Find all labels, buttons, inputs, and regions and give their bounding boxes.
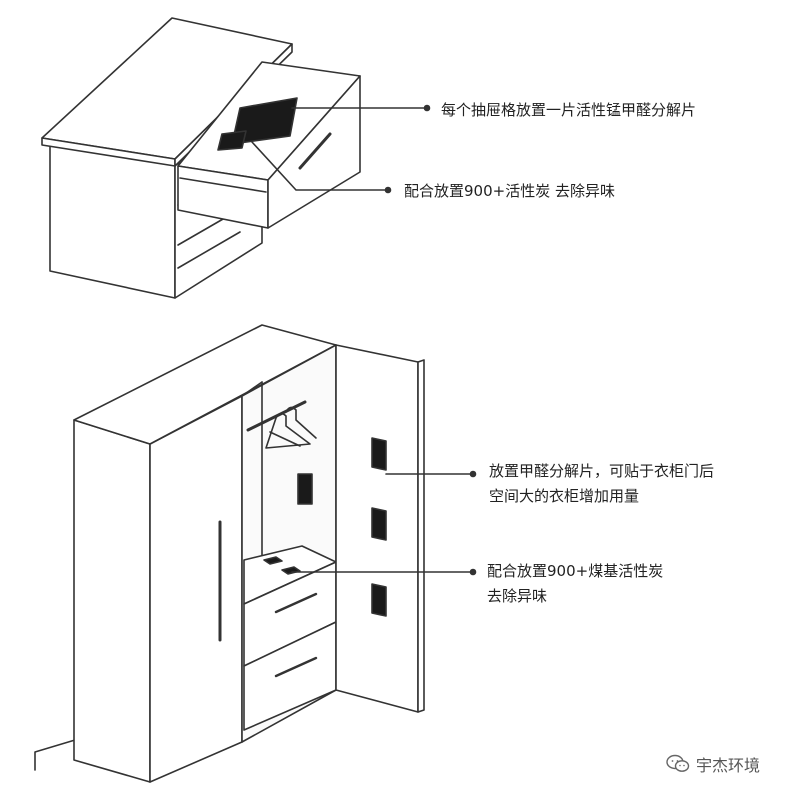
callout-wardrobe-carbon: 配合放置900+煤基活性炭 去除异味 (487, 559, 663, 609)
nightstand (41, 17, 361, 299)
callout-drawer-carbon-text: 配合放置900+活性炭 去除异味 (404, 182, 615, 200)
shelf-carbon-1 (263, 556, 283, 565)
callout-wardrobe-sheet-line2: 空间大的衣柜增加用量 (489, 487, 640, 505)
callout-wardrobe-carbon-line1: 配合放置900+煤基活性炭 (487, 562, 664, 580)
wardrobe-drawer-2-handle (274, 656, 318, 678)
wardrobe-front (149, 395, 243, 783)
wardrobe-leaders (291, 470, 477, 576)
wardrobe (34, 324, 425, 783)
door-sheet-3 (371, 583, 387, 617)
shelf-carbon-2 (281, 566, 301, 575)
interior-sheet (297, 473, 313, 505)
watermark: 宇杰环境 (666, 752, 760, 776)
wardrobe-left-door (73, 419, 151, 783)
hangers (265, 406, 317, 449)
floor-line (34, 739, 76, 771)
wechat-icon (666, 754, 690, 772)
callout-drawer-carbon: 配合放置900+活性炭 去除异味 (404, 179, 615, 204)
drawer-carbon (217, 130, 247, 151)
watermark-text: 宇杰环境 (696, 756, 761, 775)
callout-drawer-sheet: 每个抽屉格放置一片活性锰甲醛分解片 (441, 98, 696, 123)
callout-wardrobe-sheet: 放置甲醛分解片，可贴于衣柜门后 空间大的衣柜增加用量 (489, 459, 714, 509)
callout-wardrobe-sheet-line1: 放置甲醛分解片，可贴于衣柜门后 (489, 462, 715, 480)
callout-drawer-sheet-text: 每个抽屉格放置一片活性锰甲醛分解片 (441, 101, 697, 119)
drawer-leaders (251, 104, 431, 194)
wardrobe-drawer-1-handle (274, 592, 318, 614)
door-sheet-1 (371, 437, 387, 471)
door-sheet-2 (371, 507, 387, 541)
drawer-handle (298, 132, 332, 170)
callout-wardrobe-carbon-line2: 去除异味 (487, 587, 548, 605)
nightstand-front (49, 142, 176, 299)
